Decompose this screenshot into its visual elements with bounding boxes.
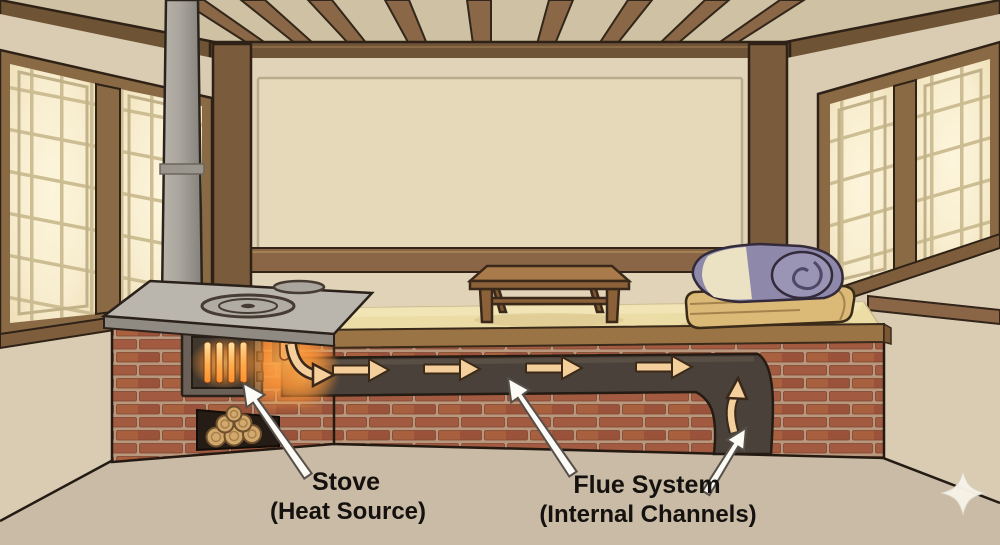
flow-curved-arrow-up bbox=[724, 375, 749, 434]
low-table bbox=[466, 264, 633, 324]
left-window-border-1 bbox=[17, 70, 89, 316]
flow-arrows-horizontal bbox=[332, 354, 695, 383]
flue-exit-pointer-arrow bbox=[701, 426, 748, 497]
table-shadow bbox=[474, 313, 624, 327]
chimney-joint bbox=[159, 163, 205, 175]
flow-curved-arrow-left bbox=[285, 343, 337, 389]
right-window-lattice-1 bbox=[830, 86, 894, 288]
table-stretcher bbox=[488, 296, 612, 306]
table-leg-front-right bbox=[605, 287, 621, 324]
burner-small bbox=[272, 279, 326, 295]
purple-roll-spiral bbox=[791, 260, 823, 291]
stove-label-line1: Stove bbox=[312, 468, 380, 496]
flue-label-line1: Flue System bbox=[573, 471, 720, 499]
flue-system bbox=[236, 310, 775, 456]
right-window-border-1 bbox=[837, 95, 887, 282]
stove-top bbox=[100, 279, 375, 348]
flow-arrow bbox=[635, 354, 695, 380]
flow-arrow bbox=[525, 355, 585, 381]
right-wall-rail bbox=[867, 294, 1000, 326]
flow-arrow bbox=[423, 356, 483, 382]
stove-label-line2: (Heat Source) bbox=[270, 498, 426, 525]
ceiling-rafters bbox=[178, 0, 806, 45]
platform-trim-endcap bbox=[883, 322, 892, 345]
floor-surface bbox=[0, 442, 1000, 545]
purple-roll-end bbox=[770, 250, 834, 300]
diagram-labels: Stove (Heat Source) Flue System (Interna… bbox=[270, 468, 757, 528]
burner-large-center bbox=[241, 303, 255, 309]
right-window bbox=[813, 40, 1000, 312]
flue-channel bbox=[280, 352, 775, 456]
burner-large-ring bbox=[218, 298, 278, 314]
right-window-mullion bbox=[893, 78, 917, 278]
table-leg-front-left bbox=[478, 287, 494, 324]
wall-panel bbox=[256, 76, 744, 252]
back-wall-framing bbox=[209, 76, 1000, 326]
flue-pointer-arrow bbox=[506, 376, 579, 478]
left-corner-post bbox=[211, 42, 253, 316]
right-window-lattice-2 bbox=[916, 59, 990, 270]
flow-arrow bbox=[332, 357, 392, 383]
table-top bbox=[466, 264, 633, 283]
purple-blanket-cream-stripe bbox=[702, 247, 752, 300]
firewood-logs bbox=[205, 405, 262, 448]
stove-pointer-arrow bbox=[241, 381, 314, 481]
left-window-lattice-1 bbox=[10, 64, 96, 323]
folded-bedding bbox=[684, 242, 856, 330]
left-window-mullion bbox=[95, 82, 121, 316]
sparkle-icon bbox=[940, 470, 986, 516]
left-window bbox=[0, 48, 217, 350]
table-top-edge bbox=[468, 279, 631, 291]
right-floor-junction bbox=[877, 454, 1000, 505]
pointer-arrows bbox=[241, 376, 748, 497]
chimney-pipe bbox=[159, 0, 205, 302]
flue-label-line2: (Internal Channels) bbox=[539, 501, 756, 528]
